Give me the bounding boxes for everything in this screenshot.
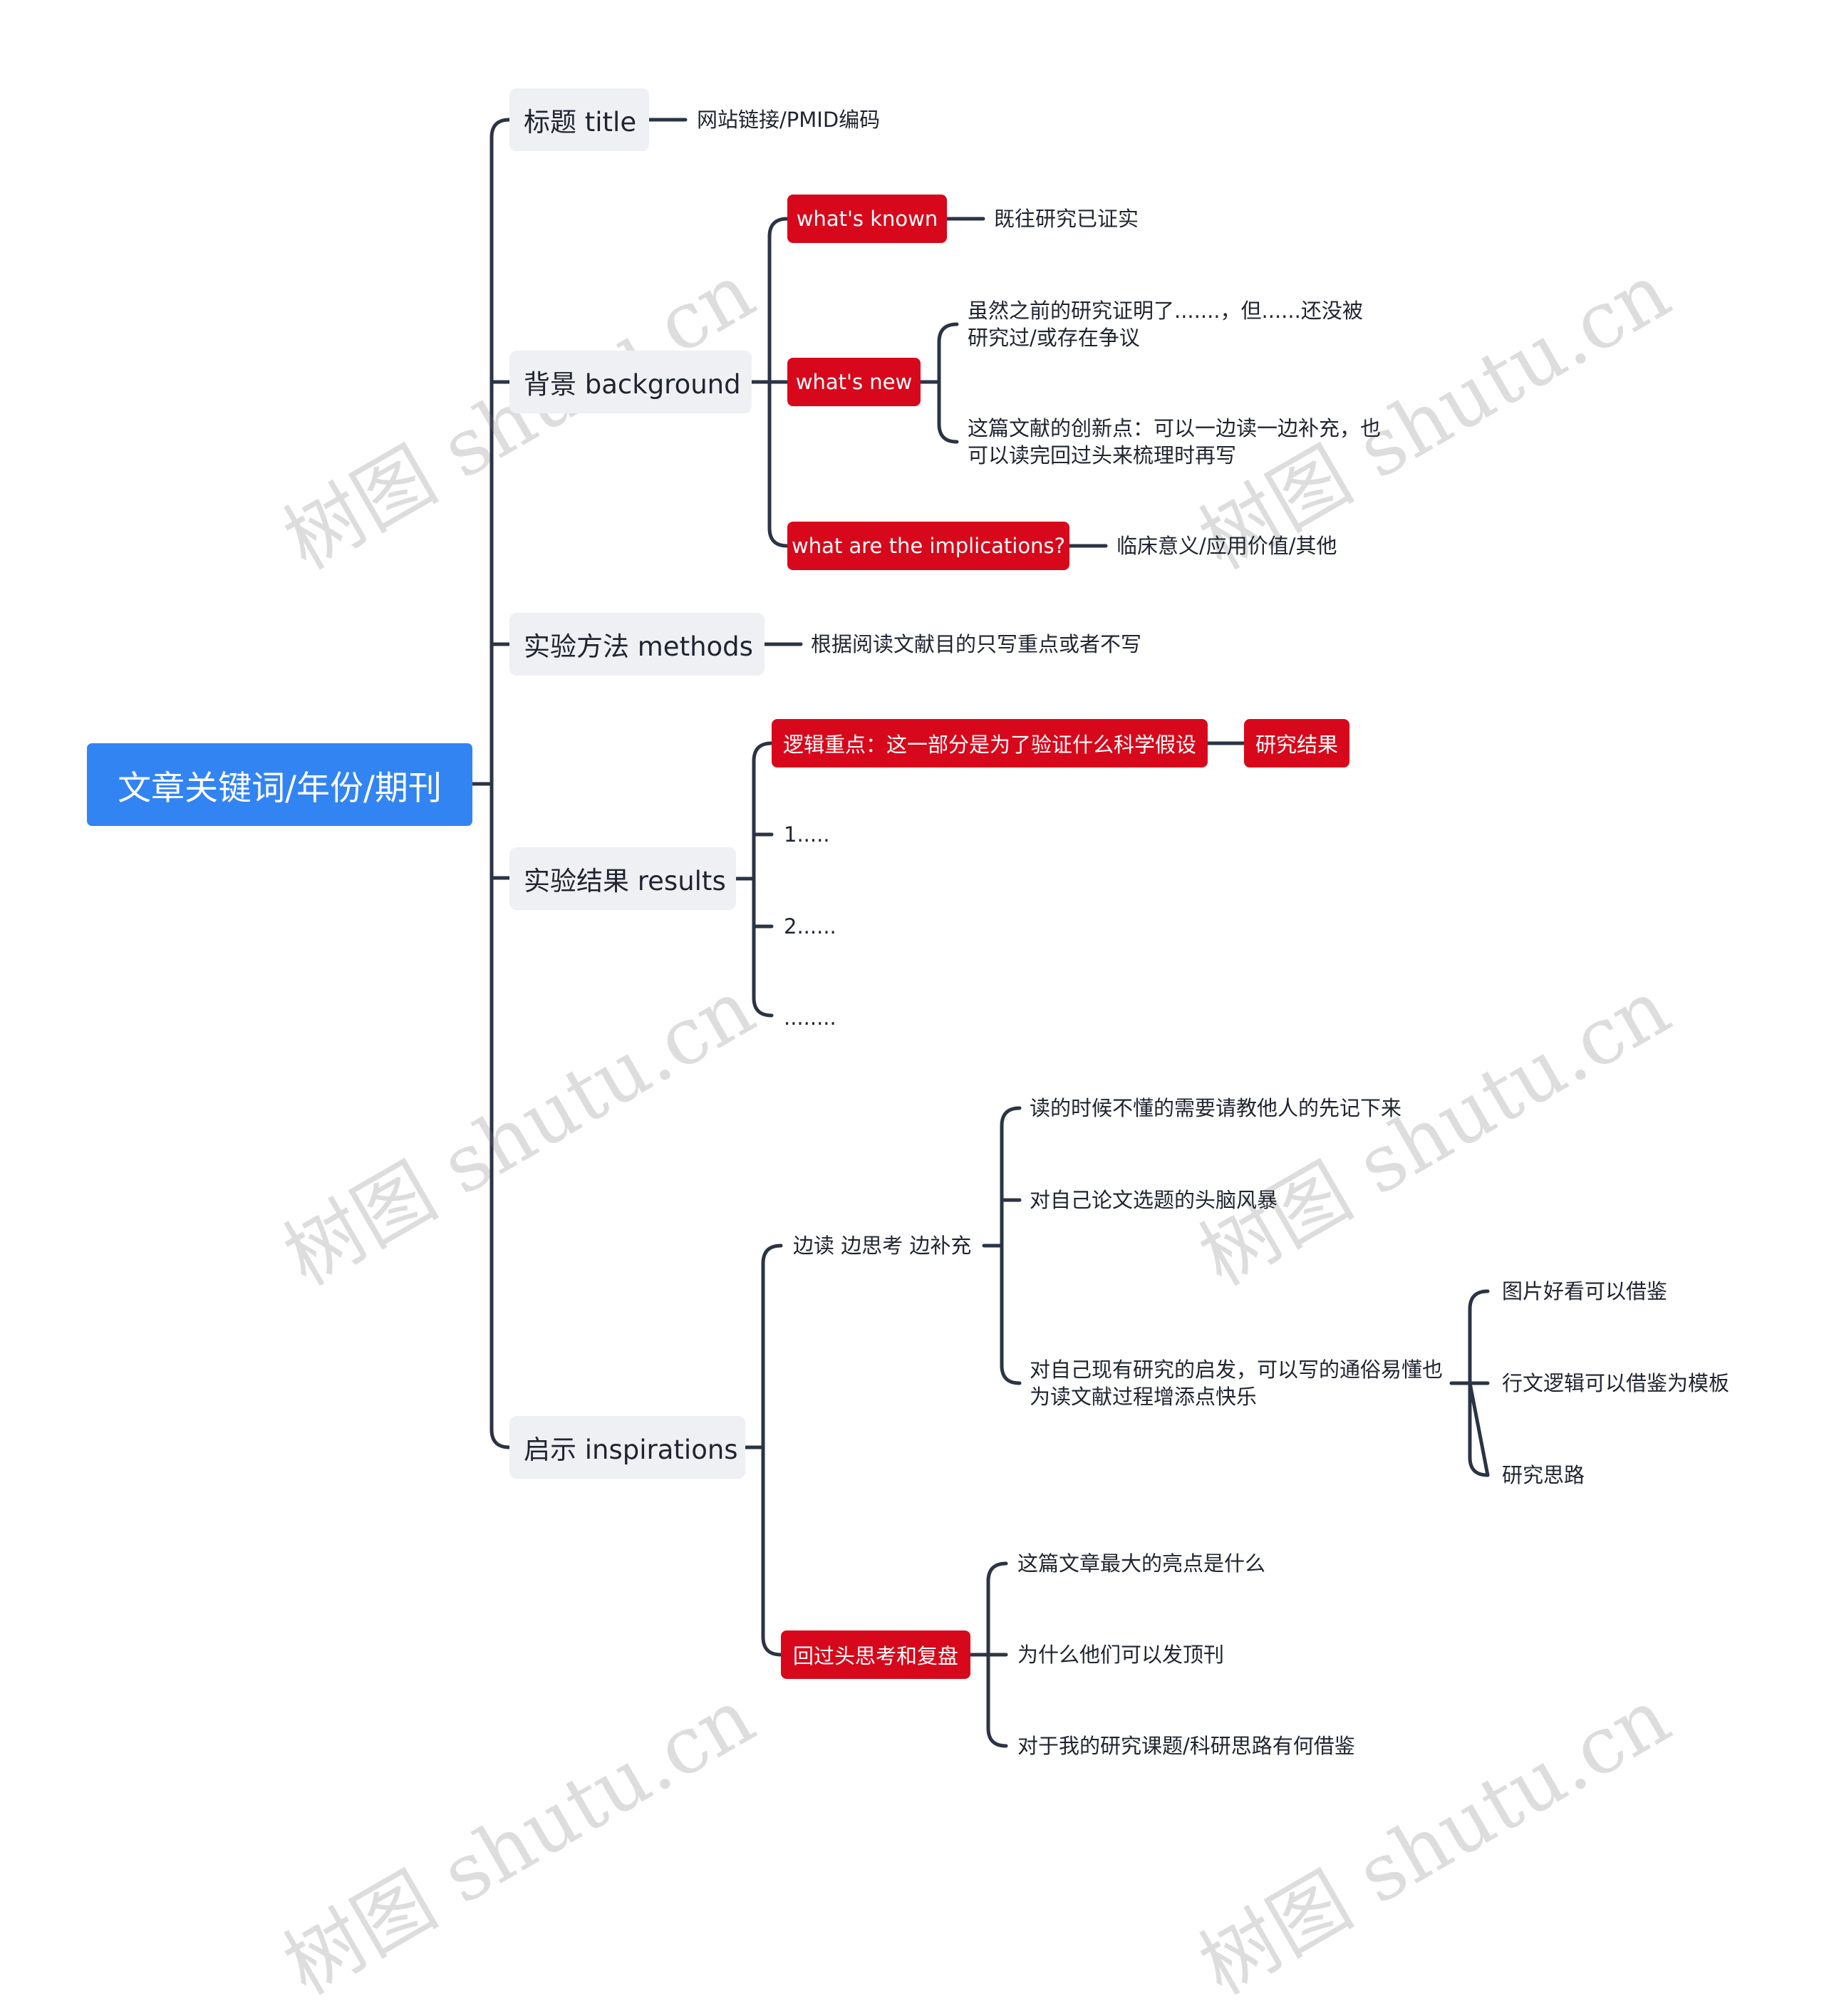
branch-background[interactable]: 背景 background [509,351,752,413]
whats-known-detail[interactable]: 既往研究已证实 [994,207,1139,231]
whats-new-detail-2[interactable]: 这篇文献的创新点：可以一边读一边补充，也可以读完回过头来梳理时再写 [968,416,1382,467]
branch-results[interactable]: 实验结果 results [509,847,736,910]
inspiration-item-3[interactable]: 研究思路 [1502,1463,1585,1487]
logic-focus-node[interactable]: 逻辑重点：这一部分是为了验证什么科学假设 [772,719,1208,767]
branch-inspirations[interactable]: 启示 inspirations [509,1416,745,1479]
review-item-2[interactable]: 为什么他们可以发顶刊 [1017,1643,1225,1667]
title-detail[interactable]: 网站链接/PMID编码 [697,108,881,132]
read-child-2[interactable]: 对自己论文选题的头脑风暴 [1030,1188,1278,1212]
read-child-1[interactable]: 读的时候不懂的需要请教他人的先记下来 [1030,1096,1402,1120]
read-child-3[interactable]: 对自己现有研究的启发，可以写的通俗易懂也为读文献过程增添点快乐 [1030,1358,1444,1409]
review-item-3[interactable]: 对于我的研究课题/科研思路有何借鉴 [1017,1734,1355,1758]
whats-new-node[interactable]: what's new [787,358,921,406]
review-item-1[interactable]: 这篇文章最大的亮点是什么 [1017,1551,1266,1576]
inspiration-item-1[interactable]: 图片好看可以借鉴 [1502,1279,1668,1303]
result-item-2[interactable]: 2...... [784,914,836,939]
implications-node[interactable]: what are the implications? [787,522,1069,570]
whats-new-detail-1[interactable]: 虽然之前的研究证明了.......，但......还没被研究过/或存在争议 [968,299,1363,350]
review-node[interactable]: 回过头思考和复盘 [781,1630,970,1679]
whats-known-node[interactable]: what's known [787,195,947,243]
root-topic[interactable]: 文章关键词/年份/期刊 [87,743,472,826]
read-think-node[interactable]: 边读 边思考 边补充 [793,1234,972,1258]
connector-lines [470,118,1490,1748]
branch-methods[interactable]: 实验方法 methods [509,613,765,676]
result-item-3[interactable]: ........ [784,1006,836,1030]
inspiration-item-2[interactable]: 行文逻辑可以借鉴为模板 [1502,1371,1730,1395]
branch-title[interactable]: 标题 title [509,88,649,151]
methods-detail[interactable]: 根据阅读文献目的只写重点或者不写 [811,632,1142,656]
result-item-1[interactable]: 1..... [784,822,830,847]
research-result-node[interactable]: 研究结果 [1244,719,1349,767]
implications-detail[interactable]: 临床意义/应用价值/其他 [1116,534,1337,558]
